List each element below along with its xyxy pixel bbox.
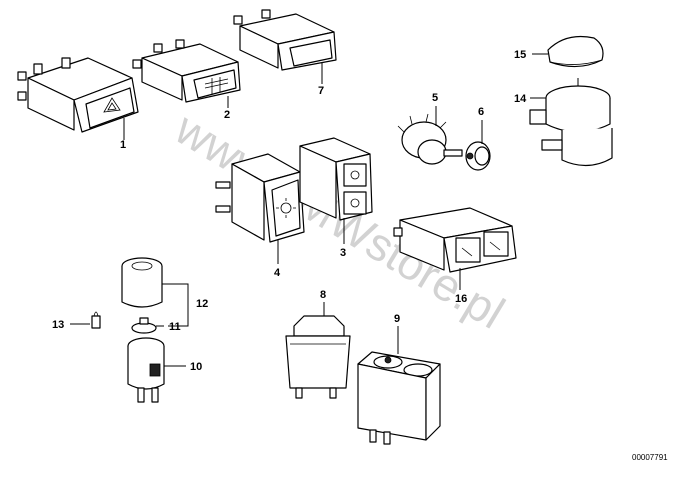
part-2-defrost-switch (132, 39, 241, 103)
callout-4: 4 (274, 267, 281, 279)
part-8-blank-cover (285, 315, 351, 399)
callout-5: 5 (432, 92, 438, 104)
part-10-lighter-socket (127, 337, 165, 403)
part-4-light-switch (215, 153, 305, 243)
part-14-rotary-switch (529, 78, 613, 167)
part-16-double-switch (393, 207, 517, 273)
leader-lines (70, 53, 548, 367)
part-11-bulb-holder (131, 317, 157, 334)
part-7-blank-switch (233, 9, 337, 71)
part-1-hazard-switch (17, 57, 139, 133)
part-3-dual-switch (299, 137, 373, 221)
part-12-socket (121, 257, 163, 308)
callout-11: 11 (169, 321, 181, 333)
callout-16: 16 (455, 293, 467, 305)
callout-14: 14 (514, 93, 527, 105)
callout-3: 3 (340, 247, 346, 259)
callout-10: 10 (190, 361, 202, 373)
callout-12: 12 (196, 298, 208, 310)
diagram-reference: 00007791 (632, 453, 668, 462)
callout-6: 6 (478, 106, 484, 118)
callout-15: 15 (514, 49, 526, 61)
callout-8: 8 (320, 289, 326, 301)
callout-7: 7 (318, 85, 324, 97)
part-13-bulb (91, 311, 101, 329)
callout-1: 1 (120, 139, 126, 151)
callout-2: 2 (224, 109, 230, 121)
part-6-knob (465, 141, 491, 171)
callout-13: 13 (52, 319, 64, 331)
part-15-cap (547, 35, 604, 68)
callout-9: 9 (394, 313, 400, 325)
part-5-ignition-cylinder (397, 113, 463, 165)
part-9-twin-switch (357, 351, 441, 445)
